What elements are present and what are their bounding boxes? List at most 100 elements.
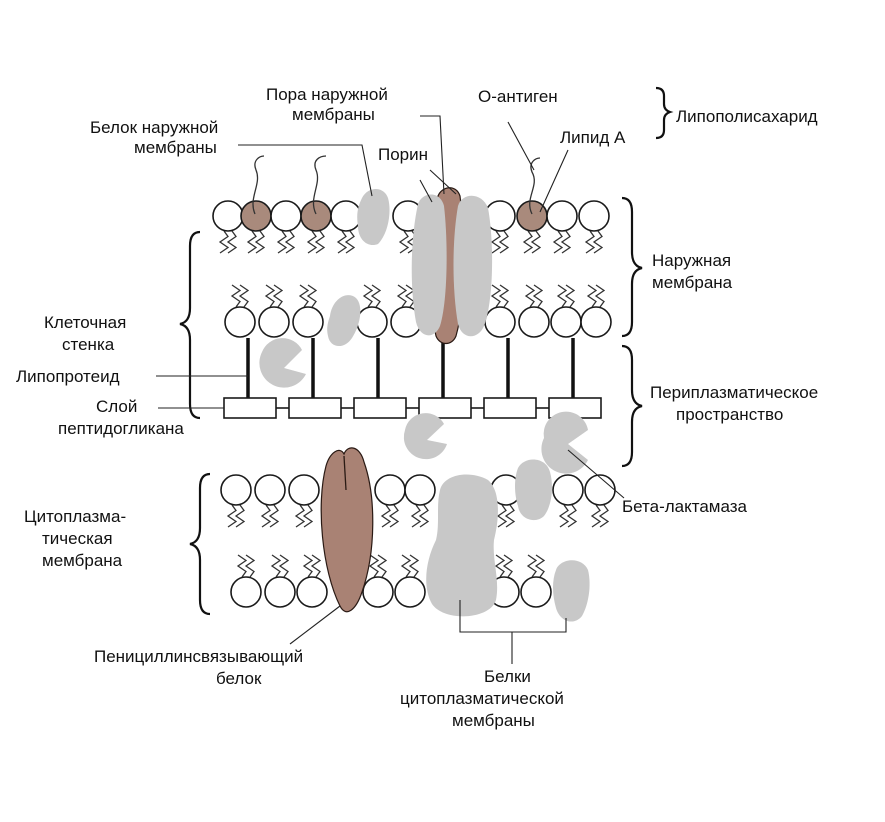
penicillin-binding-protein-label: Пенициллинсвязывающий белок: [94, 647, 308, 688]
cell-wall-brace: [180, 232, 200, 418]
outer-membrane-protein-lower-shape: [327, 295, 360, 346]
peptidoglycan-layer-label: Слой пептидогликана: [58, 397, 184, 438]
cytoplasmic-membrane-brace: [190, 474, 210, 614]
lipid-tail: [504, 555, 512, 577]
lipid-tail: [410, 555, 418, 577]
lipid-head: [521, 577, 551, 607]
lipid-head: [395, 577, 425, 607]
cytoplasmic-membrane-bottom-leaflet: [231, 577, 551, 607]
beta-lactamase-right-shape: [541, 412, 588, 474]
outer-membrane-protein-shape: [357, 189, 389, 245]
lipid-head: [265, 577, 295, 607]
lipid-tail: [566, 285, 574, 307]
lipid-tail: [498, 505, 506, 527]
lipid-tail: [232, 285, 240, 307]
lipid-tail: [382, 505, 390, 527]
lipid-head: [221, 475, 251, 505]
lipid-tail: [316, 231, 324, 253]
cytoplasmic-membrane-top-leaflet: [221, 475, 615, 505]
lipid-tail: [554, 231, 562, 253]
lipid-head: [405, 475, 435, 505]
lipid-head: [289, 475, 319, 505]
lipid-a-head: [301, 201, 331, 231]
lipid-tail: [560, 505, 568, 527]
lipid-tail: [594, 231, 602, 253]
lipid-tail: [228, 231, 236, 253]
cytoplasmic-protein-small-bottom-shape: [553, 560, 590, 621]
lipid-tail: [248, 231, 256, 253]
lipid-tail: [270, 505, 278, 527]
lipid-tail: [308, 231, 316, 253]
lipid-head: [225, 307, 255, 337]
cytoplasmic-membrane-top-tails: [228, 505, 608, 527]
periplasmic-space-brace: [622, 346, 642, 466]
lipid-tail: [492, 231, 500, 253]
outer-membrane-protein-label: Белок наружной мембраны: [90, 118, 223, 157]
lipid-head: [375, 475, 405, 505]
lipid-tail: [506, 505, 514, 527]
lipid-tail: [420, 505, 428, 527]
lipid-tail: [338, 231, 346, 253]
lipid-head: [551, 307, 581, 337]
lipid-tail: [400, 231, 408, 253]
lipid-tail: [524, 231, 532, 253]
lipid-tail: [526, 285, 534, 307]
lipid-tail: [588, 285, 596, 307]
beta-lactamase-label: Бета-лактамаза: [622, 497, 748, 516]
lipid-tail: [228, 505, 236, 527]
cytoplasmic-protein-small-top-shape: [515, 459, 552, 520]
lipid-head: [357, 307, 387, 337]
lipid-tail: [236, 505, 244, 527]
lipid-tail: [266, 285, 274, 307]
lipid-a-head: [241, 201, 271, 231]
lipid-tail: [296, 505, 304, 527]
outer-membrane-pore-label: Пора наружной мембраны: [266, 85, 393, 124]
lipid-tail: [568, 505, 576, 527]
lipid-tail: [534, 285, 542, 307]
lipoprotein-label: Липопротеид: [16, 367, 120, 386]
lipid-tail: [500, 285, 508, 307]
lipid-a-label: Липид А: [560, 128, 626, 147]
lipid-head: [271, 201, 301, 231]
cytoplasmic-membrane-label: Цитоплазма- тическая мембрана: [24, 507, 131, 570]
porin-shape: [412, 188, 492, 344]
lipid-tail: [304, 505, 312, 527]
beta-lactamase-left-shape: [404, 413, 447, 459]
lipid-tail: [346, 231, 354, 253]
lipid-head: [519, 307, 549, 337]
lipid-tail: [300, 285, 308, 307]
lipid-head: [581, 307, 611, 337]
lipopolysaccharide-brace: [656, 88, 670, 138]
outer-membrane-label: Наружная мембрана: [652, 251, 736, 292]
lipid-tail: [308, 285, 316, 307]
outer-membrane-brace: [622, 198, 642, 336]
lipid-head: [297, 577, 327, 607]
lipid-tail: [256, 231, 264, 253]
lipid-head: [579, 201, 609, 231]
lipid-tail: [496, 555, 504, 577]
lipid-head: [231, 577, 261, 607]
cytoplasmic-membrane-proteins-label: Белки цитоплазматической мембраны: [400, 667, 569, 730]
lipid-tail: [596, 285, 604, 307]
peptidoglycan-layer: [224, 398, 601, 418]
lipid-tail: [600, 505, 608, 527]
lipid-tail: [398, 285, 406, 307]
lipid-head: [547, 201, 577, 231]
lipid-tail: [246, 555, 254, 577]
lipid-head: [363, 577, 393, 607]
periplasm-protein-shape: [259, 338, 306, 387]
lipopolysaccharide-label: Липополисахарид: [676, 107, 818, 126]
lipid-tail: [592, 505, 600, 527]
lipid-tail: [528, 555, 536, 577]
lipid-tail: [558, 285, 566, 307]
lipid-tail: [286, 231, 294, 253]
lipid-head: [293, 307, 323, 337]
lipid-tail: [304, 555, 312, 577]
lipid-tail: [562, 231, 570, 253]
cytoplasmic-membrane-bottom-tails: [238, 555, 544, 577]
lipid-head: [485, 307, 515, 337]
lipid-tail: [532, 231, 540, 253]
cell-wall-label: Клеточная стенка: [44, 313, 131, 354]
